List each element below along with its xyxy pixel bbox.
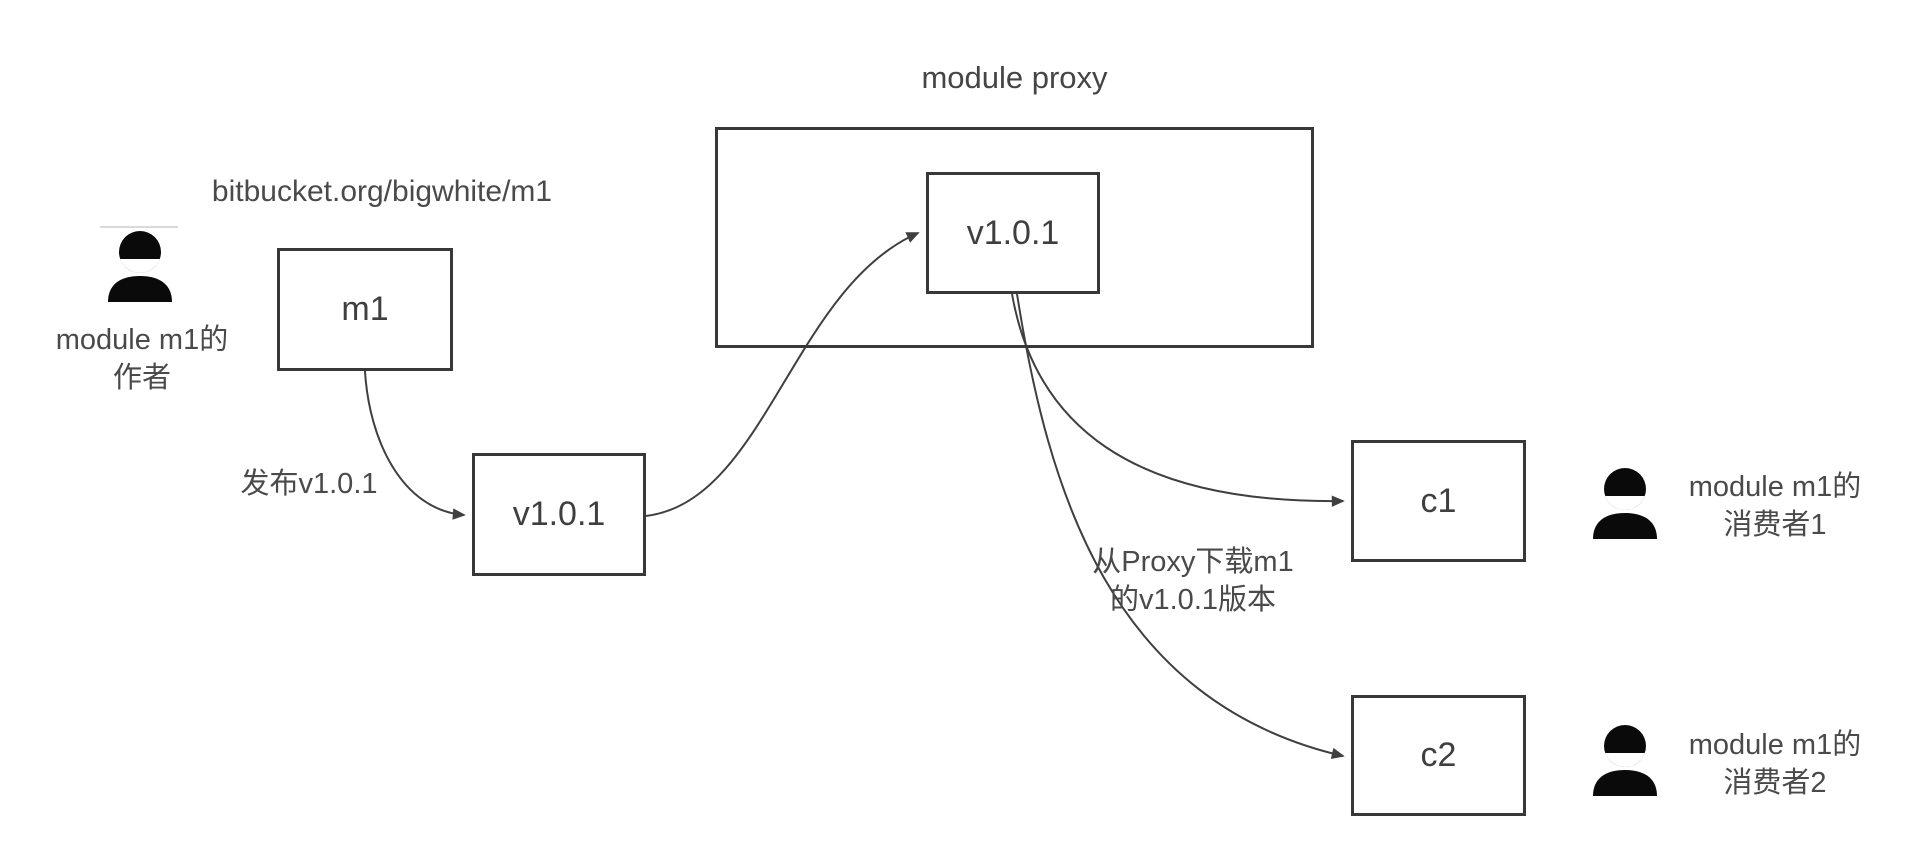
consumer1-person-icon: [1593, 468, 1657, 539]
consumer2-caption-line2: 消费者2: [1723, 767, 1827, 799]
author-caption-line1: module m1的: [55, 324, 229, 356]
consumer1-caption-line2: 消费者1: [1723, 509, 1827, 541]
c1-box: c1: [1351, 440, 1526, 562]
download-arrow-label: 从Proxy下载m1 的v1.0.1版本: [1068, 543, 1318, 619]
c1-box-label: c1: [1420, 481, 1457, 520]
proxy-version-box: v1.0.1: [926, 172, 1100, 294]
author-person-icon: [108, 231, 172, 302]
author-icon-topline: [100, 226, 178, 228]
publish-arrow-label: 发布v1.0.1: [240, 468, 378, 500]
c2-box-label: c2: [1420, 736, 1457, 774]
m1-box: m1: [277, 248, 453, 371]
arrow-publish-v101: [364, 370, 466, 520]
download-arrow-label-line2: 的v1.0.1版本: [1110, 584, 1276, 616]
download-arrow-label-line1: 从Proxy下载m1: [1092, 546, 1294, 578]
repo-url-label: bitbucket.org/bigwhite/m1: [211, 175, 553, 208]
consumer1-caption-line1: module m1的: [1688, 471, 1862, 503]
consumer2-caption: module m1的 消费者2: [1665, 726, 1885, 802]
c2-box: c2: [1351, 695, 1526, 816]
published-version-box: v1.0.1: [472, 453, 646, 576]
m1-box-label: m1: [341, 290, 389, 328]
proxy-title: module proxy: [921, 60, 1108, 95]
published-version-label: v1.0.1: [512, 495, 606, 533]
author-caption: module m1的 作者: [32, 321, 252, 397]
consumer2-caption-line1: module m1的: [1688, 729, 1862, 761]
arrow-upload-to-proxy: [645, 232, 920, 517]
module-proxy-box: [715, 127, 1314, 348]
arrow-download-to-c2: [1016, 293, 1345, 760]
proxy-version-label: v1.0.1: [966, 213, 1060, 252]
consumer1-caption: module m1的 消费者1: [1665, 468, 1885, 544]
consumer2-person-icon: [1593, 725, 1657, 796]
author-caption-line2: 作者: [112, 362, 171, 394]
